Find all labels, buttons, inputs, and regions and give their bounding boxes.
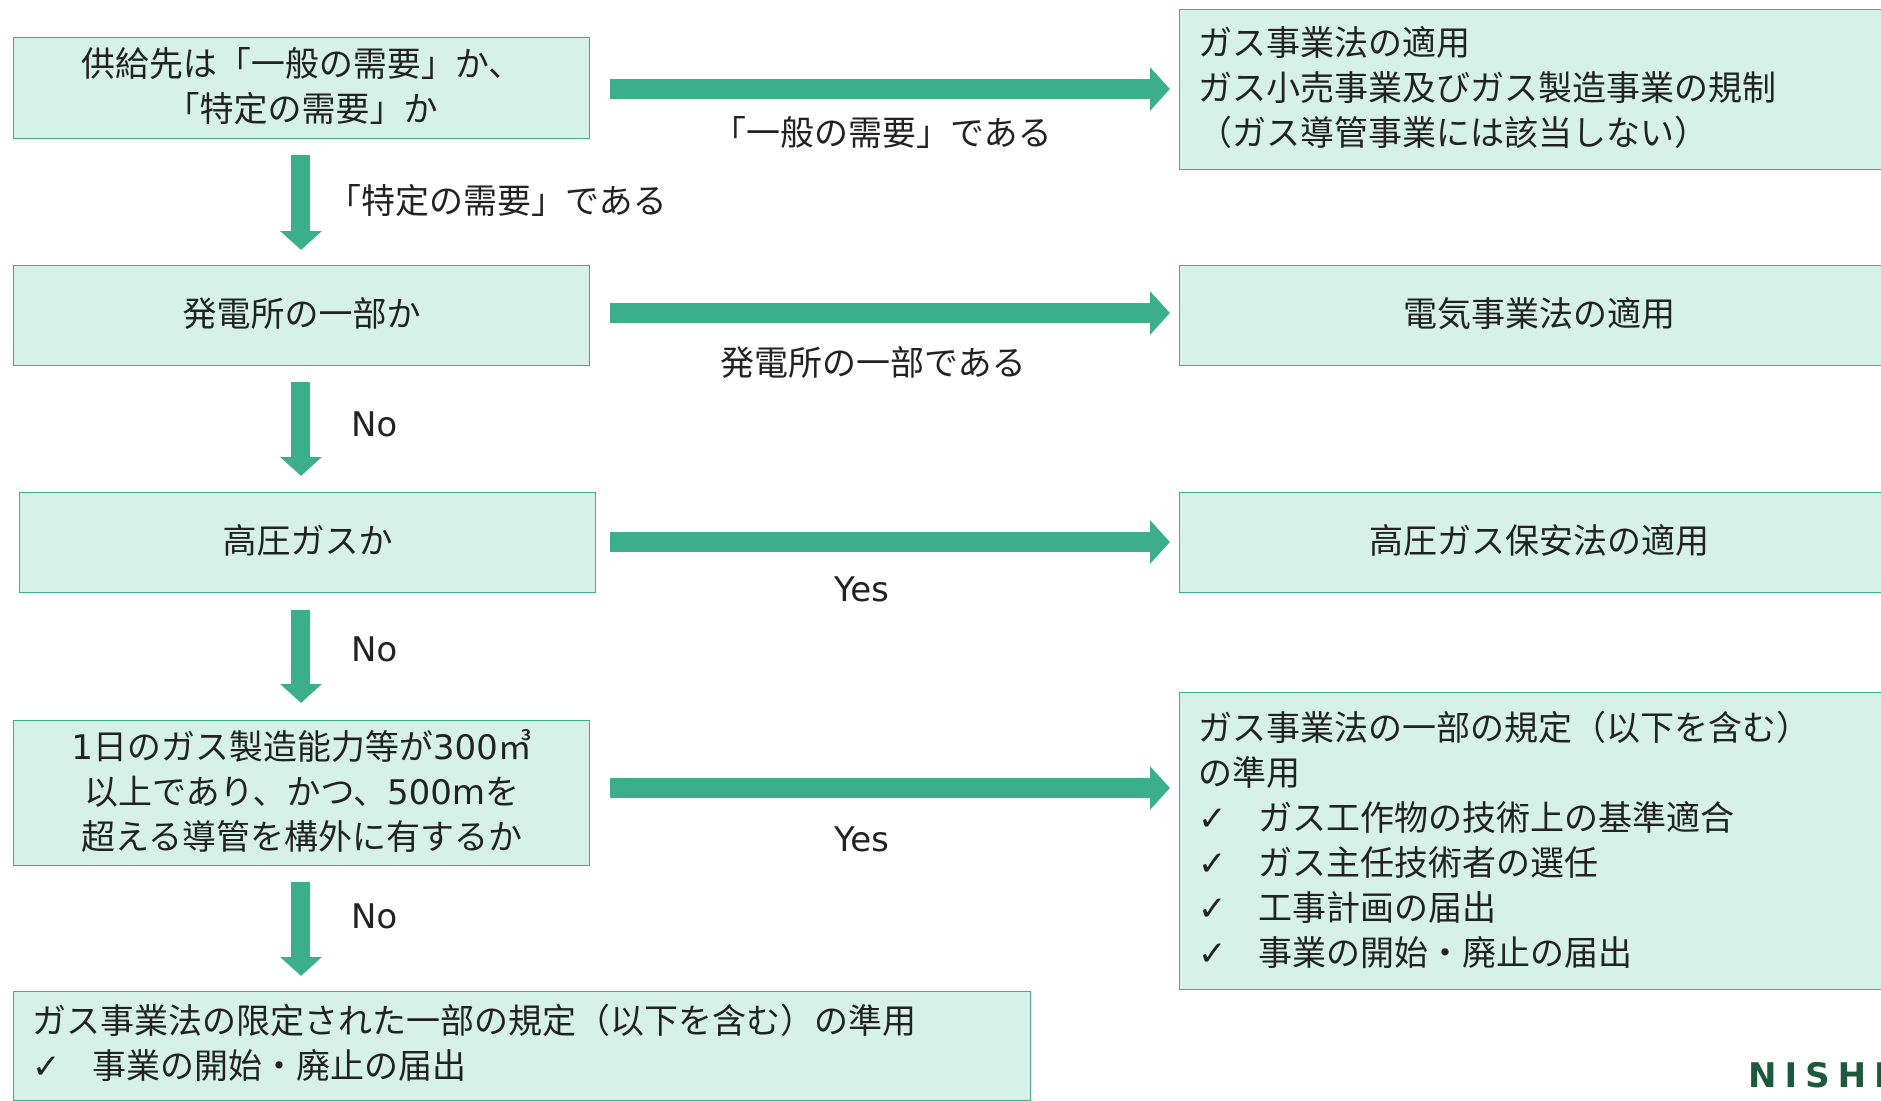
check-mark-icon: ✓ [1198,844,1227,884]
outcome-box-partial-line-1: ガス事業法の一部の規定（以下を含む） [1198,709,1810,749]
outcome-box-high-pressure-line-1: 高圧ガス保安法の適用 [1369,522,1709,562]
arrow-label-no-2: No [351,630,398,670]
checklist-item: ✓ ガス主任技術者の選任 [1198,842,1880,887]
arrow-down-3 [280,610,322,703]
decision-box-demand-line-2: 「特定の需要」か [165,90,438,130]
arrow-down-1 [280,155,322,250]
outcome-box-gas-line-2: ガス小売事業及びガス製造事業の規制 [1198,69,1776,109]
checklist-item-label: ガス主任技術者の選任 [1258,844,1598,884]
decision-box-capacity-line-3: 超える導管を構外に有するか [81,817,522,858]
decision-box-high-pressure-line-1: 高圧ガスか [222,522,393,562]
arrow-label-no-3: No [351,897,398,937]
check-mark-icon: ✓ [1198,799,1227,839]
arrow-label-no-1: No [351,405,398,445]
decision-box-high-pressure: 高圧ガスか [19,492,596,593]
outcome-box-partial-application: ガス事業法の一部の規定（以下を含む） の準用 ✓ ガス工作物の技術上の基準適合 … [1179,692,1881,990]
decision-box-power-plant-line-1: 発電所の一部か [182,295,421,335]
outcome-box-partial-line-2: の準用 [1198,754,1300,794]
outcome-box-high-pressure-act: 高圧ガス保安法の適用 [1179,492,1881,593]
decision-box-power-plant: 発電所の一部か [13,265,590,366]
checklist-item: ✓ 工事計画の届出 [1198,887,1880,932]
final-checklist-item: ✓ 事業の開始・廃止の届出 [32,1045,1012,1090]
decision-box-demand-line-1: 供給先は「一般の需要」か、 [80,45,523,85]
checklist-item-label: 事業の開始・廃止の届出 [1258,934,1632,974]
arrow-right-4 [610,766,1170,810]
checklist-item: ✓ 事業の開始・廃止の届出 [1198,932,1880,977]
arrow-down-4 [280,882,322,976]
arrow-label-yes-capacity: Yes [834,820,889,860]
check-mark-icon: ✓ [1198,889,1227,929]
final-checklist-item-label: 事業の開始・廃止の届出 [92,1047,466,1087]
check-mark-icon: ✓ [1198,934,1227,974]
checklist-item-label: ガス工作物の技術上の基準適合 [1258,799,1734,839]
check-mark-icon: ✓ [32,1047,61,1087]
arrow-label-specific-demand: 「特定の需要」である [327,182,667,222]
arrow-label-yes-high-pressure: Yes [834,570,889,610]
arrow-down-2 [280,382,322,476]
outcome-box-gas-line-3: （ガス導管事業には該当しない） [1198,114,1708,154]
arrow-right-3 [610,520,1170,564]
outcome-box-gas-business-act: ガス事業法の適用 ガス小売事業及びガス製造事業の規制 （ガス導管事業には該当しな… [1179,9,1881,170]
outcome-box-electricity-line-1: 電気事業法の適用 [1403,295,1675,335]
outcome-box-gas-line-1: ガス事業法の適用 [1198,24,1470,64]
decision-box-capacity-line-2: 以上であり、かつ、500mを [84,772,519,813]
final-box-limited-application: ガス事業法の限定された一部の規定（以下を含む）の準用 ✓ 事業の開始・廃止の届出 [13,991,1031,1101]
checklist-item-label: 工事計画の届出 [1258,889,1496,929]
arrow-label-general-demand: 「一般の需要」である [712,114,1052,154]
arrow-right-1 [610,67,1170,111]
decision-box-capacity-line-1: 1日のガス製造能力等が300㎥ [71,727,532,768]
final-box-line-1: ガス事業法の限定された一部の規定（以下を含む）の準用 [32,1002,916,1042]
arrow-label-power-plant: 発電所の一部である [720,344,1026,384]
company-logo: NISHI [1748,1056,1881,1096]
decision-box-capacity: 1日のガス製造能力等が300㎥ 以上であり、かつ、500mを 超える導管を構外に… [13,720,590,866]
checklist-item: ✓ ガス工作物の技術上の基準適合 [1198,797,1880,842]
decision-box-demand: 供給先は「一般の需要」か、 「特定の需要」か [13,37,590,139]
arrow-right-2 [610,291,1170,335]
outcome-box-electricity-act: 電気事業法の適用 [1179,265,1881,366]
